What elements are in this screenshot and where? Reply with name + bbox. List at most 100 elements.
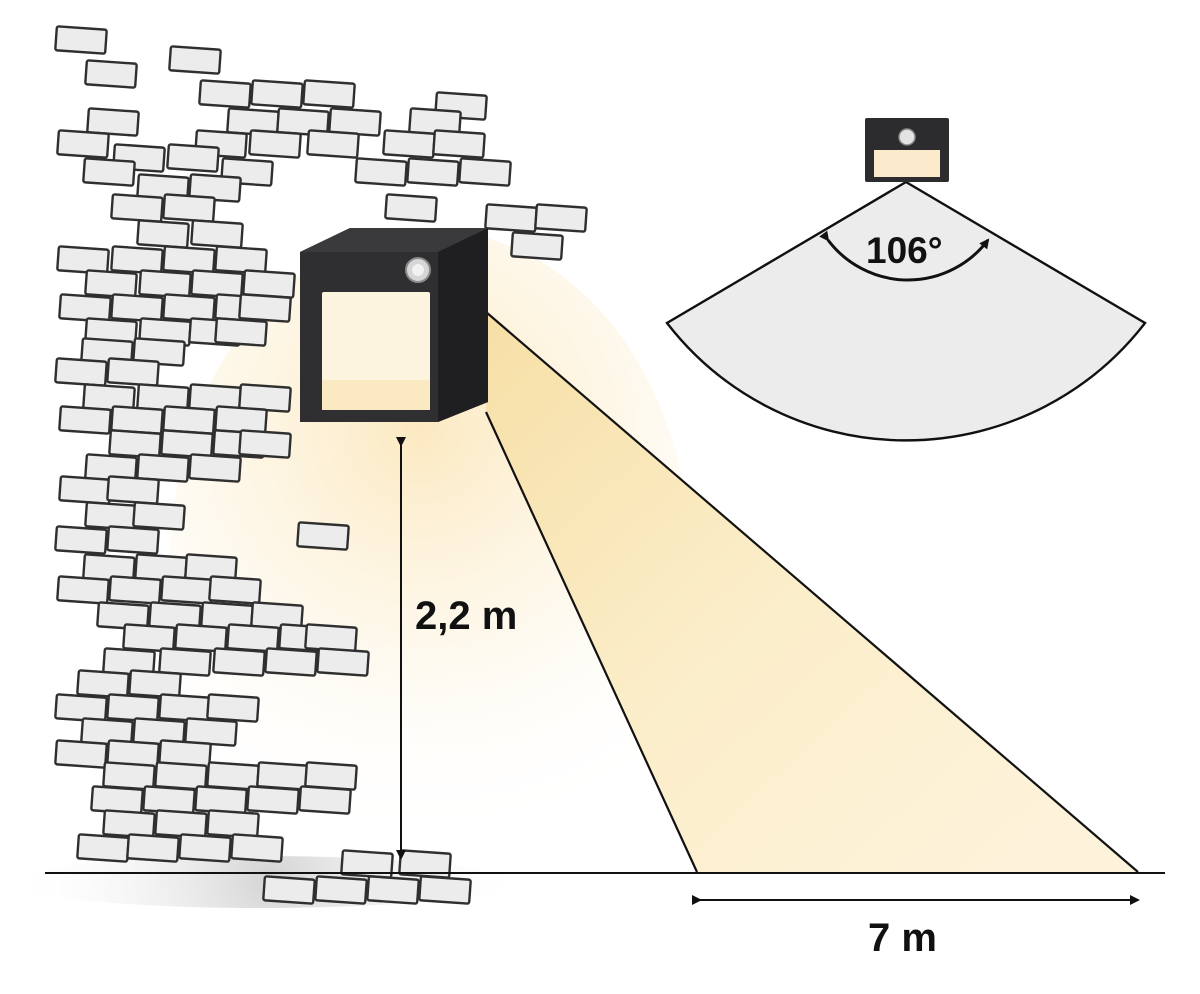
brick [142, 785, 196, 815]
brick [136, 453, 190, 483]
brick [106, 693, 160, 723]
brick [110, 405, 164, 435]
brick [304, 761, 358, 791]
brick [238, 293, 292, 323]
brick [246, 785, 300, 815]
brick [110, 293, 164, 323]
front-view-sensor-icon [898, 128, 916, 146]
brick [208, 575, 262, 605]
brick [122, 623, 176, 653]
brick [306, 129, 360, 159]
angle-arc-icon [819, 230, 990, 282]
brick [110, 245, 164, 275]
brick [366, 875, 420, 905]
brick [534, 203, 588, 233]
brick [302, 79, 356, 109]
brick [296, 521, 350, 551]
brick [158, 647, 212, 677]
brick [106, 357, 160, 387]
brick [162, 293, 216, 323]
brick [484, 203, 538, 233]
brick [162, 193, 216, 223]
brick [160, 429, 214, 459]
sensor-detection-zone [665, 180, 1147, 442]
brick [76, 833, 130, 863]
brick [58, 293, 112, 323]
brick [206, 693, 260, 723]
brick [54, 525, 108, 555]
brick [58, 405, 112, 435]
brick [136, 219, 190, 249]
brick [158, 693, 212, 723]
brick [194, 785, 248, 815]
brick [56, 575, 110, 605]
motion-sensor-lens [412, 264, 424, 276]
brick [178, 833, 232, 863]
brick [384, 193, 438, 223]
brick [82, 157, 136, 187]
brick [86, 107, 140, 137]
brick [166, 143, 220, 173]
brick [54, 25, 108, 55]
brick [162, 245, 216, 275]
fixture-front-face [300, 228, 488, 252]
brick [160, 575, 214, 605]
brick [128, 669, 182, 699]
front-view-lens [874, 150, 940, 177]
fixture-lens-shade [322, 380, 430, 410]
brick [238, 429, 292, 459]
wall-light-fixture [300, 228, 488, 422]
brick [106, 525, 160, 555]
brick [90, 785, 144, 815]
mount-height-label: 2,2 m [415, 594, 518, 638]
brick [510, 231, 564, 261]
brick [84, 269, 138, 299]
brick [214, 245, 268, 275]
brick [188, 453, 242, 483]
brick [56, 245, 110, 275]
brick [54, 357, 108, 387]
brick [198, 79, 252, 109]
brick [108, 575, 162, 605]
brick [54, 739, 108, 769]
brick [110, 193, 164, 223]
brick [264, 647, 318, 677]
brick [214, 317, 268, 347]
brick [84, 59, 138, 89]
brick-wall [54, 25, 588, 905]
brick [106, 475, 160, 505]
brick [108, 429, 162, 459]
detection-angle-label: 106° [866, 230, 943, 271]
brick [316, 647, 370, 677]
brick [354, 157, 408, 187]
brick [212, 647, 266, 677]
brick [406, 157, 460, 187]
brick [132, 501, 186, 531]
brick [56, 129, 110, 159]
brick [250, 79, 304, 109]
brick [230, 833, 284, 863]
brick [248, 129, 302, 159]
brick [382, 129, 436, 159]
brick [126, 833, 180, 863]
detection-range-label: 7 m [868, 916, 937, 960]
brick [54, 693, 108, 723]
brick [298, 785, 352, 815]
light-beam-upper-edge [485, 311, 1139, 873]
brick [262, 875, 316, 905]
brick [58, 475, 112, 505]
brick [418, 875, 472, 905]
light-beam-lower-edge [485, 411, 698, 873]
brick [190, 219, 244, 249]
detection-sector [665, 180, 1147, 442]
brick [96, 601, 150, 631]
brick [304, 623, 358, 653]
fixture-front-view [865, 118, 949, 182]
brick [242, 269, 296, 299]
brick [340, 849, 394, 879]
brick [276, 107, 330, 137]
brick [162, 405, 216, 435]
brick [432, 129, 486, 159]
brick [76, 669, 130, 699]
